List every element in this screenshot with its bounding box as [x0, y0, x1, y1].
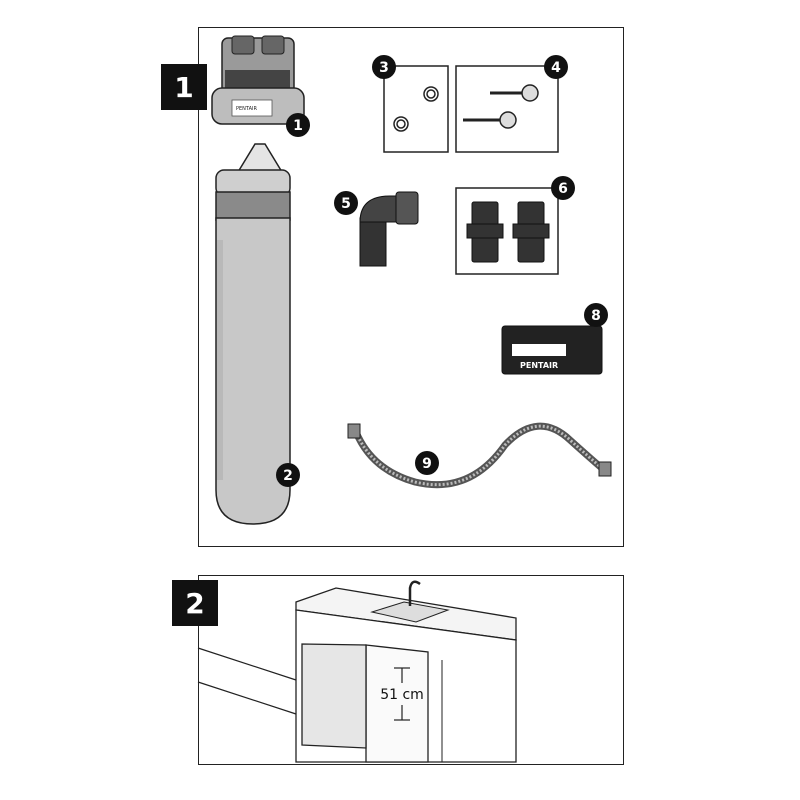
- step-badge-2: 2: [172, 580, 218, 626]
- step-badge-1: 1: [161, 64, 207, 110]
- install-panel: [198, 575, 624, 765]
- parts-panel: [198, 27, 624, 547]
